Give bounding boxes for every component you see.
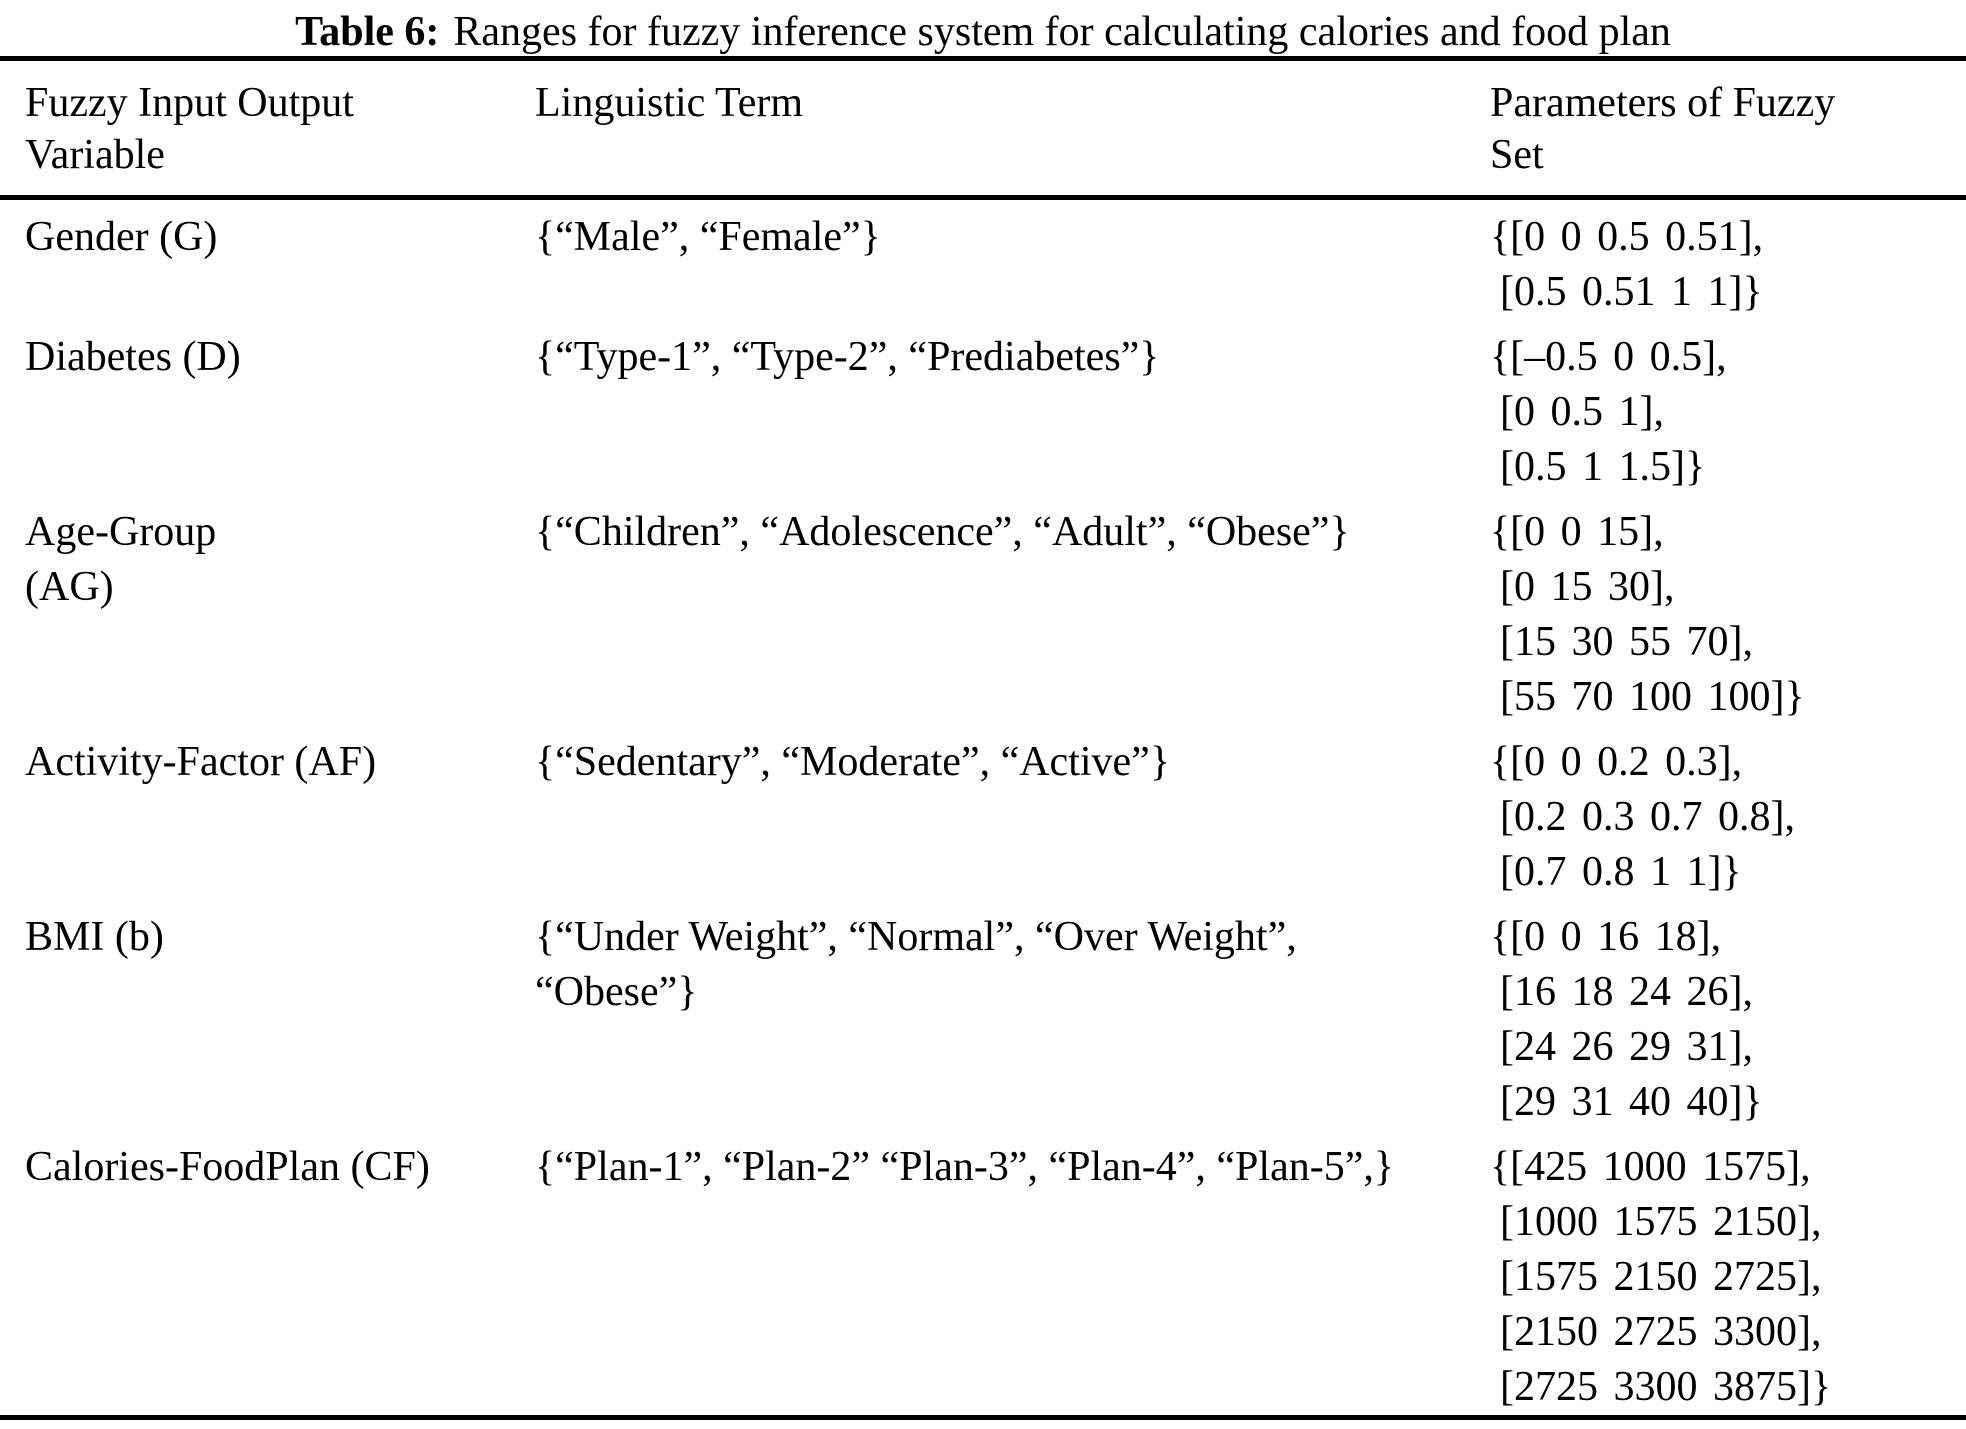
cell-linguistic-term: {“Under Weight”, “Normal”, “Over Weight”… [535,910,1490,1020]
param-line: [0.2 0.3 0.7 0.8], [1500,794,1795,840]
variable-text: Diabetes (D) [25,334,241,380]
table-title-text: Ranges for fuzzy inference system for ca… [453,9,1671,55]
param-line: {[0 0 0.5 0.51], [1490,214,1764,260]
cell-variable: BMI (b) [25,910,535,965]
term-text: {“Male”, “Female”} [535,214,881,260]
cell-linguistic-term: {“Type-1”, “Type-2”, “Prediabetes”} [535,330,1490,385]
header-line: Parameters of Fuzzy [1490,80,1836,126]
header-line: Variable [25,132,165,178]
param-line: [0 0.5 1], [1500,389,1664,435]
variable-text: BMI (b) [25,914,164,960]
header-line: Linguistic Term [535,80,804,126]
param-line: [0.7 0.8 1 1]} [1500,849,1742,895]
header-line: Fuzzy Input Output [25,80,354,126]
cell-fuzzy-params: {[425 1000 1575], [1000 1575 2150], [157… [1490,1140,1966,1415]
bottom-rule [0,1415,1966,1420]
param-line: [0.5 1 1.5]} [1500,444,1706,490]
param-line: [2725 3300 3875]} [1500,1364,1832,1410]
param-line: {[–0.5 0 0.5], [1490,334,1727,380]
param-line: [1575 2150 2725], [1500,1254,1822,1300]
param-line: [2150 2725 3300], [1500,1309,1822,1355]
param-line: {[0 0 15], [1490,509,1664,555]
table-row-activity-factor: Activity-Factor (AF) {“Sedentary”, “Mode… [0,725,1966,900]
top-rule [0,56,1966,61]
column-header-variable: Fuzzy Input Output Variable [25,77,535,181]
variable-text: (AG) [25,564,114,610]
header-rule [0,195,1966,200]
term-text: {“Plan-1”, “Plan-2” “Plan-3”, “Plan-4”, … [535,1144,1395,1190]
cell-linguistic-term: {“Sedentary”, “Moderate”, “Active”} [535,735,1490,790]
param-line: {[425 1000 1575], [1490,1144,1811,1190]
term-text: {“Type-1”, “Type-2”, “Prediabetes”} [535,334,1160,380]
param-line: [16 18 24 26], [1500,969,1753,1015]
cell-variable: Age-Group (AG) [25,505,535,615]
cell-fuzzy-params: {[0 0 0.2 0.3], [0.2 0.3 0.7 0.8], [0.7 … [1490,735,1966,900]
table-row-bmi: BMI (b) {“Under Weight”, “Normal”, “Over… [0,900,1966,1130]
cell-linguistic-term: {“Children”, “Adolescence”, “Adult”, “Ob… [535,505,1490,560]
table-row-age-group: Age-Group (AG) {“Children”, “Adolescence… [0,495,1966,725]
table-header-row: Fuzzy Input Output Variable Linguistic T… [0,61,1966,195]
column-header-params: Parameters of Fuzzy Set [1490,77,1966,181]
param-line: [55 70 100 100]} [1500,674,1805,720]
param-line: {[0 0 0.2 0.3], [1490,739,1743,785]
table-number-label: Table 6: [295,9,440,55]
param-line: [15 30 55 70], [1500,619,1753,665]
term-text: “Obese”} [535,969,698,1015]
term-text: {“Sedentary”, “Moderate”, “Active”} [535,739,1170,785]
column-header-term: Linguistic Term [535,77,1490,129]
variable-text: Calories-FoodPlan (CF) [25,1144,430,1190]
cell-variable: Calories-FoodPlan (CF) [25,1140,535,1195]
variable-text: Activity-Factor (AF) [25,739,377,785]
term-text: {“Under Weight”, “Normal”, “Over Weight”… [535,914,1297,960]
param-line: {[0 0 16 18], [1490,914,1722,960]
cell-fuzzy-params: {[0 0 0.5 0.51], [0.5 0.51 1 1]} [1490,210,1966,320]
cell-fuzzy-params: {[0 0 16 18], [16 18 24 26], [24 26 29 3… [1490,910,1966,1130]
variable-text: Gender (G) [25,214,218,260]
param-line: [0 15 30], [1500,564,1675,610]
variable-text: Age-Group [25,509,217,555]
cell-variable: Diabetes (D) [25,330,535,385]
table-row-calories-foodplan: Calories-FoodPlan (CF) {“Plan-1”, “Plan-… [0,1130,1966,1415]
header-line: Set [1490,132,1544,178]
cell-linguistic-term: {“Plan-1”, “Plan-2” “Plan-3”, “Plan-4”, … [535,1140,1490,1195]
cell-linguistic-term: {“Male”, “Female”} [535,210,1490,265]
param-line: [1000 1575 2150], [1500,1199,1822,1245]
cell-variable: Gender (G) [25,210,535,265]
table-row-gender: Gender (G) {“Male”, “Female”} {[0 0 0.5 … [0,200,1966,320]
table-caption: Table 6: Ranges for fuzzy inference syste… [0,0,1966,56]
param-line: [0.5 0.51 1 1]} [1500,269,1763,315]
cell-variable: Activity-Factor (AF) [25,735,535,790]
cell-fuzzy-params: {[0 0 15], [0 15 30], [15 30 55 70], [55… [1490,505,1966,725]
param-line: [29 31 40 40]} [1500,1079,1763,1125]
cell-fuzzy-params: {[–0.5 0 0.5], [0 0.5 1], [0.5 1 1.5]} [1490,330,1966,495]
term-text: {“Children”, “Adolescence”, “Adult”, “Ob… [535,509,1350,555]
table-row-diabetes: Diabetes (D) {“Type-1”, “Type-2”, “Predi… [0,320,1966,495]
param-line: [24 26 29 31], [1500,1024,1753,1070]
